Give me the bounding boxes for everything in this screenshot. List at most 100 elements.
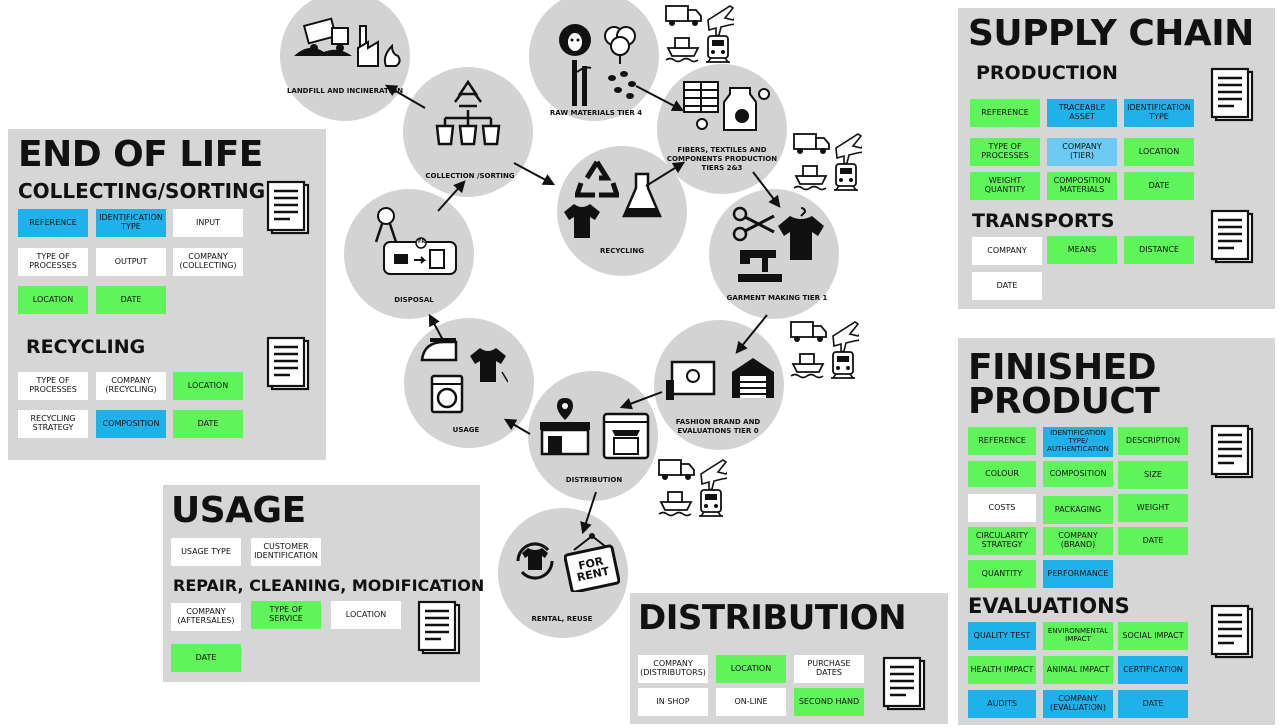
- dist-field-company-distributors: COMPANY (DISTRIBUTORS): [638, 655, 708, 683]
- eval-field-company-evaluation: COMPANY (EVALUATION): [1043, 690, 1113, 718]
- arrow-recycling-to-fibers: [645, 161, 686, 187]
- arrow-garment-to-fashion: [735, 314, 768, 354]
- prod-field-type-of-processes: TYPE OF PROCESSES: [970, 138, 1040, 166]
- eol-field-output: OUTPUT: [96, 248, 166, 276]
- transport-field-date: DATE: [972, 272, 1042, 300]
- fp-field-packaging: PACKAGING: [1043, 496, 1113, 524]
- collecting-sorting-title: COLLECTING/SORTING: [18, 179, 266, 203]
- landfill-truck-icon: [294, 17, 352, 56]
- online-shop-icon: [602, 412, 650, 460]
- fp-field-description: DESCRIPTION: [1118, 427, 1188, 455]
- node-disposal-label: DISPOSAL: [394, 296, 434, 304]
- reuse-shirt-icon: [516, 542, 554, 580]
- sewing-machine-icon: [738, 250, 782, 282]
- finished-product-title-1: FINISHED: [968, 347, 1157, 388]
- eol-field-identification-type: IDENTIFICATION TYPE: [96, 209, 166, 237]
- fp-field-identification-type: IDENTIFICATION TYPE/ AUTHENTICATION: [1043, 427, 1113, 457]
- prod-field-reference: REFERENCE: [970, 99, 1040, 127]
- repair-field-company-aftersales: COMPANY (AFTERSALES): [171, 603, 241, 631]
- eval-field-social-impact: SOCIAL IMPACT: [1118, 622, 1188, 650]
- distribution-panel: DISTRIBUTION COMPANY (DISTRIBUTORS) LOCA…: [630, 593, 948, 724]
- sheep-icon: [559, 24, 591, 56]
- fp-field-reference: REFERENCE: [968, 427, 1036, 455]
- prod-field-weight-quantity: WEIGHT QUANTITY: [970, 172, 1040, 200]
- washing-machine-icon: [430, 374, 464, 414]
- tshirt-icon: [470, 348, 508, 383]
- cotton-icon: [604, 26, 636, 64]
- evaluations-title: EVALUATIONS: [968, 594, 1130, 618]
- recycling-field-company: COMPANY (RECYCLING): [96, 372, 166, 400]
- arrow-fibers-to-garment: [752, 171, 781, 208]
- factory-fire-icon: [357, 25, 401, 67]
- transports-title: TRANSPORTS: [972, 210, 1115, 232]
- node-raw-materials-label: RAW MATERIALS TIER 4: [549, 109, 643, 117]
- eval-field-date: DATE: [1118, 690, 1188, 718]
- fp-field-circularity-strategy: CIRCULARITY STRATEGY: [968, 527, 1036, 555]
- node-usage-label: USAGE: [452, 426, 480, 434]
- transport-field-means: MEANS: [1047, 236, 1117, 264]
- node-landfill-label: LANDFILL AND INCINERATION: [286, 87, 404, 95]
- for-rent-sign-icon: [564, 533, 620, 592]
- node-fibers-label: FIBERS, TEXTILES AND COMPONENTS PRODUCTI…: [666, 146, 778, 172]
- finished-product-panel: FINISHED PRODUCT REFERENCE IDENTIFICATIO…: [958, 338, 1275, 725]
- dist-field-location: LOCATION: [716, 655, 786, 683]
- prod-field-company-tier: COMPANY (TIER): [1047, 138, 1117, 166]
- fp-field-quantity: QUANTITY: [968, 560, 1036, 588]
- recycle-icon: [575, 160, 619, 198]
- prod-field-date: DATE: [1124, 172, 1194, 200]
- recycling-field-date: DATE: [173, 410, 243, 438]
- supply-chain-panel: SUPPLY CHAIN PRODUCTION REFERENCE TRACEA…: [958, 8, 1275, 309]
- recycling-field-location: LOCATION: [173, 372, 243, 400]
- node-rental-label: RENTAL, REUSE: [531, 615, 593, 623]
- warehouse-icon: [732, 358, 774, 398]
- shirt-hanger-icon: [778, 207, 824, 260]
- usage-title: USAGE: [171, 490, 306, 531]
- seeds-icon: [608, 71, 636, 99]
- repair-field-type-of-service: TYPE OF SERVICE: [251, 601, 321, 629]
- repair-cleaning-modification-title: REPAIR, CLEANING, MODIFICATION: [173, 576, 485, 595]
- end-of-life-panel: END OF LIFE COLLECTING/SORTING REFERENCE…: [8, 129, 326, 460]
- eol-field-type-of-processes: TYPE OF PROCESSES: [18, 248, 88, 276]
- finished-product-title-2: PRODUCT: [968, 381, 1160, 422]
- dist-field-purchase-dates: PURCHASE DATES: [794, 655, 864, 683]
- prod-field-composition-materials: COMPOSITION MATERIALS: [1047, 172, 1117, 200]
- eol-field-reference: REFERENCE: [18, 209, 88, 237]
- transport-field-company: COMPANY: [972, 237, 1042, 265]
- node-garment-label: GARMENT MAKING TIER 1: [726, 294, 828, 302]
- fp-field-composition: COMPOSITION: [1043, 461, 1113, 487]
- prod-field-traceable-asset: TRACEABLE ASSET: [1047, 99, 1117, 127]
- eval-field-quality-test: QUALITY TEST: [968, 622, 1036, 650]
- dist-field-second-hand: SECOND HAND: [794, 688, 864, 716]
- recycling-field-composition: COMPOSITION: [96, 410, 166, 438]
- arrow-distribution-to-usage: [503, 418, 531, 435]
- node-collection-label: COLLECTION /SORTING: [425, 172, 515, 180]
- arrow-collection-to-recycling: [513, 162, 556, 186]
- usage-field-usage-type: USAGE TYPE: [171, 538, 241, 566]
- eval-field-animal-impact: ANIMAL IMPACT: [1043, 656, 1113, 684]
- node-distribution-label: DISTRIBUTION: [565, 476, 623, 484]
- prod-field-location: LOCATION: [1124, 138, 1194, 166]
- eval-field-audits: AUDITS: [968, 690, 1036, 718]
- fr-badge: FR: [418, 239, 426, 245]
- flask-icon: [622, 172, 662, 218]
- brand-evaluation-icon: [666, 360, 716, 400]
- eol-field-date: DATE: [96, 286, 166, 314]
- recycling-title: RECYCLING: [26, 336, 146, 358]
- shop-icon: [540, 398, 590, 456]
- fp-field-company-brand: COMPANY (BRAND): [1043, 527, 1113, 555]
- fp-field-size: SIZE: [1118, 461, 1188, 489]
- recycling-field-type-of-processes: TYPE OF PROCESSES: [18, 372, 88, 400]
- fp-field-performance: PERFORMANCE: [1043, 560, 1113, 588]
- distribution-title: DISTRIBUTION: [638, 598, 907, 638]
- arrow-disposal-to-collection: [437, 180, 466, 212]
- fp-field-colour: COLOUR: [968, 461, 1036, 487]
- arrow-collection-to-landfill: [384, 84, 426, 109]
- sorting-bins-icon: [435, 79, 501, 146]
- prod-field-identification-type: IDENTIFICATION TYPE: [1124, 99, 1194, 127]
- end-of-life-title: END OF LIFE: [18, 134, 263, 175]
- eval-field-environmental-impact: ENVIRONMENTAL IMPACT: [1043, 622, 1113, 650]
- fp-field-date: DATE: [1118, 527, 1188, 555]
- arrow-fashion-to-distribution: [619, 391, 663, 410]
- eval-field-health-impact: HEALTH IMPACT: [968, 656, 1036, 684]
- eol-field-input: INPUT: [173, 209, 243, 237]
